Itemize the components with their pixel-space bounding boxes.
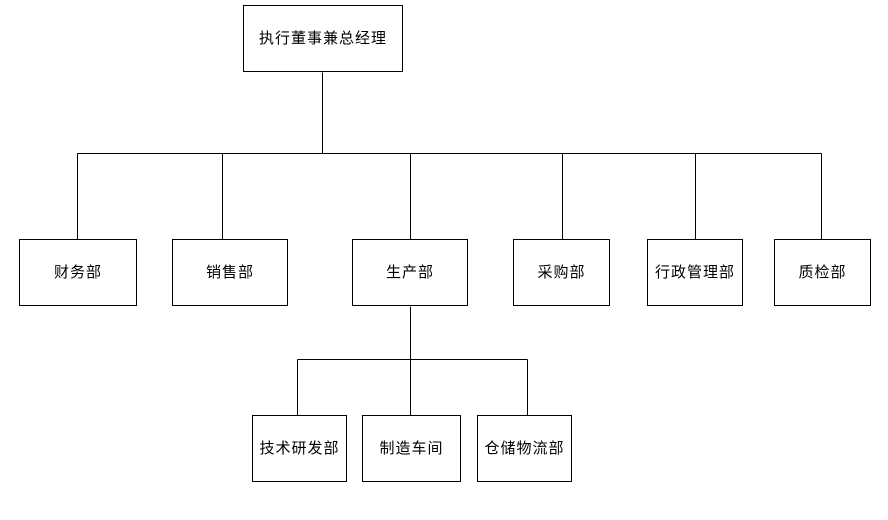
- org-node-rnd: 技术研发部: [252, 415, 347, 482]
- org-node-workshop: 制造车间: [362, 415, 461, 482]
- org-node-purchasing: 采购部: [513, 239, 610, 306]
- org-node-logistics: 仓储物流部: [477, 415, 572, 482]
- org-node-admin: 行政管理部: [647, 239, 743, 306]
- org-node-root: 执行董事兼总经理: [243, 5, 403, 72]
- org-node-sales: 销售部: [172, 239, 288, 306]
- org-node-finance: 财务部: [19, 239, 137, 306]
- org-node-quality: 质检部: [774, 239, 871, 306]
- org-node-production: 生产部: [352, 239, 468, 306]
